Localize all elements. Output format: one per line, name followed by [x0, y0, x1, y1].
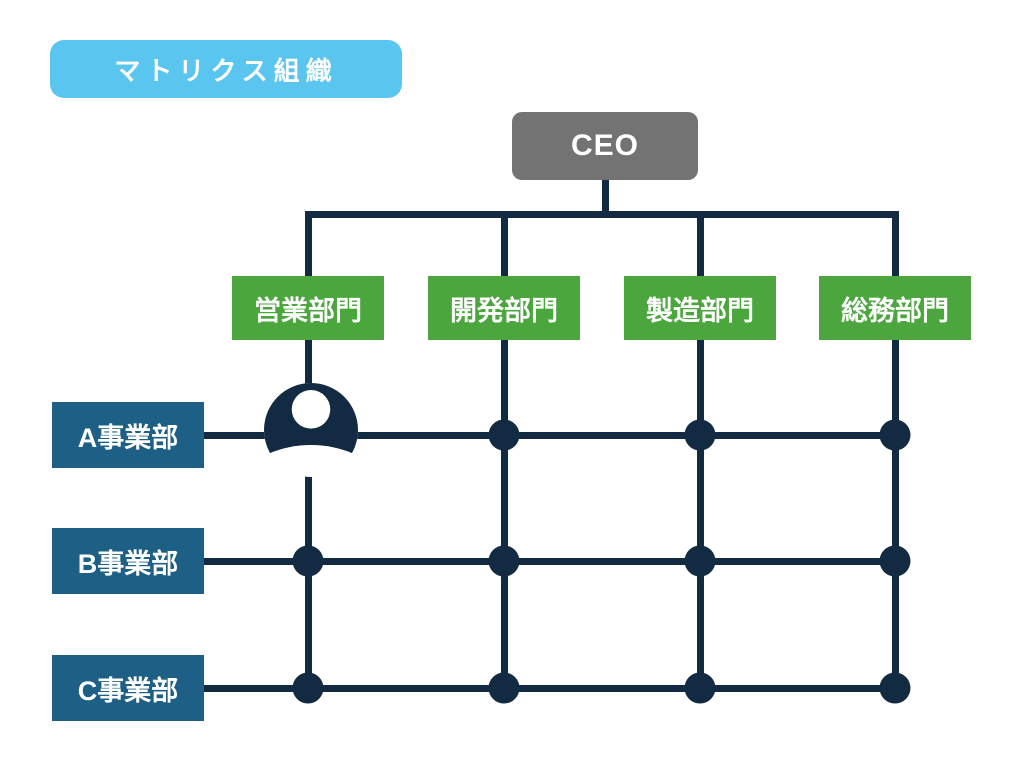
column-line-development [500, 210, 508, 692]
department-box-manufacturing: 製造部門 [624, 276, 776, 340]
top-connector-line [304, 210, 899, 218]
intersection-dot [684, 419, 716, 451]
department-box-general-affairs: 総務部門 [819, 276, 971, 340]
intersection-dot [684, 672, 716, 704]
intersection-dot [879, 419, 911, 451]
intersection-dot [488, 545, 520, 577]
intersection-dot [879, 545, 911, 577]
row-line-division-b [204, 557, 899, 565]
intersection-dot [488, 672, 520, 704]
intersection-dot [488, 419, 520, 451]
department-box-development: 開発部門 [428, 276, 580, 340]
row-line-division-c [204, 684, 899, 692]
division-box-a: A事業部 [52, 402, 204, 468]
column-line-general-affairs [891, 210, 899, 692]
person-icon [264, 383, 358, 477]
intersection-dot [879, 672, 911, 704]
diagram-title-badge: マトリクス組織 [50, 40, 402, 98]
ceo-box: CEO [512, 112, 698, 180]
intersection-dot [292, 672, 324, 704]
intersection-dot [684, 545, 716, 577]
row-line-division-a [204, 431, 899, 439]
division-box-c: C事業部 [52, 655, 204, 721]
department-box-sales: 営業部門 [232, 276, 384, 340]
ceo-drop-line [601, 178, 609, 214]
column-line-manufacturing [696, 210, 704, 692]
intersection-dot [292, 545, 324, 577]
division-box-b: B事業部 [52, 528, 204, 594]
